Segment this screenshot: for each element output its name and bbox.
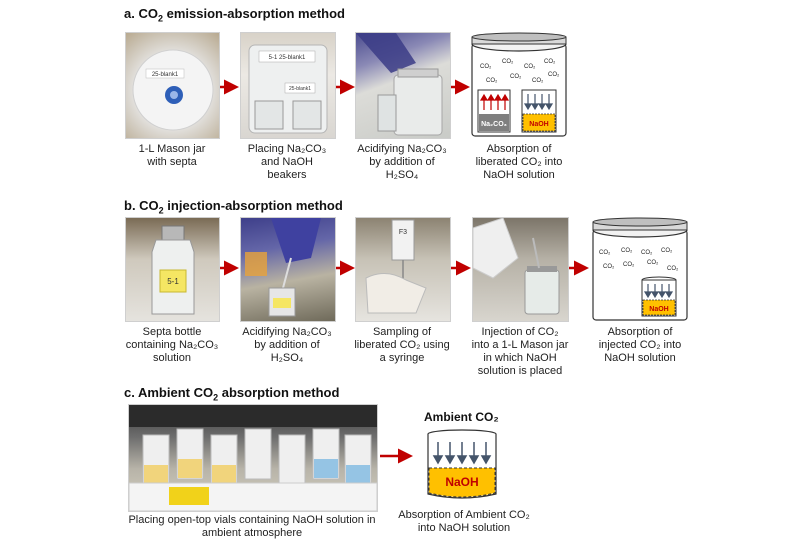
svg-text:CO₂: CO₂ — [623, 262, 635, 268]
diagram-ambient-absorption: NaOH — [424, 428, 500, 504]
svg-text:CO₂: CO₂ — [603, 264, 615, 270]
svg-text:CO₂: CO₂ — [647, 260, 659, 266]
section-c-title: c. Ambient CO2 absorption method — [124, 385, 340, 403]
jar-label-bottom-text: 25-blank1 — [289, 86, 311, 92]
svg-text:CO₂: CO₂ — [621, 248, 633, 254]
syringe-label-text: F3 — [399, 229, 407, 236]
svg-text:CO₂: CO₂ — [510, 74, 522, 80]
photo-open-top-vials — [128, 404, 378, 512]
photo-acidifying-bottle — [240, 217, 336, 322]
naoh-label-b: NaOH — [649, 306, 668, 313]
bottle-label-text: 5-1 — [167, 277, 179, 286]
svg-text:CO₂: CO₂ — [486, 78, 498, 84]
naoh-label-a: NaOH — [529, 121, 548, 128]
svg-text:CO₂: CO₂ — [524, 64, 536, 70]
photo-acidifying — [355, 32, 451, 139]
caption-c1: Placing open-top vials containing NaOH s… — [128, 514, 376, 539]
ambient-co2-title: Ambient CO₂ — [424, 410, 499, 424]
photo-injection — [472, 217, 569, 322]
photo-syringe-sampling: F3 — [355, 217, 451, 322]
photo-placing-beakers: 5-1 25-blank1 25-blank1 — [240, 32, 336, 139]
svg-text:CO₂: CO₂ — [661, 248, 673, 254]
naoh-label-c: NaOH — [445, 475, 478, 489]
section-b-title: b. CO2 injection-absorption method — [124, 198, 343, 216]
svg-text:CO₂: CO₂ — [599, 250, 611, 256]
photo-mason-jar-septa: 25-blank1 — [125, 32, 220, 139]
jar-label-top-text: 5-1 25-blank1 — [269, 55, 306, 61]
photo-septa-bottle: 5-1 — [125, 217, 220, 322]
diagram-injection-absorption: CO₂ CO₂ CO₂ CO₂ CO₂ CO₂ CO₂ CO₂ NaOH — [589, 214, 691, 324]
section-a-title: a. CO2 emission-absorption method — [124, 6, 345, 24]
svg-text:CO₂: CO₂ — [532, 78, 544, 84]
lid-label-text: 25-blank1 — [152, 72, 179, 78]
na2co3-label: Na₂CO₃ — [481, 121, 507, 128]
svg-text:CO₂: CO₂ — [641, 250, 653, 256]
svg-text:CO₂: CO₂ — [544, 59, 556, 65]
diagram-emission-absorption: CO₂ CO₂ CO₂ CO₂ CO₂ CO₂ CO₂ CO₂ Na₂CO₃ — [468, 30, 570, 140]
svg-text:CO₂: CO₂ — [502, 59, 514, 65]
svg-text:CO₂: CO₂ — [667, 266, 679, 272]
svg-text:CO₂: CO₂ — [548, 72, 560, 78]
svg-text:CO₂: CO₂ — [480, 64, 492, 70]
